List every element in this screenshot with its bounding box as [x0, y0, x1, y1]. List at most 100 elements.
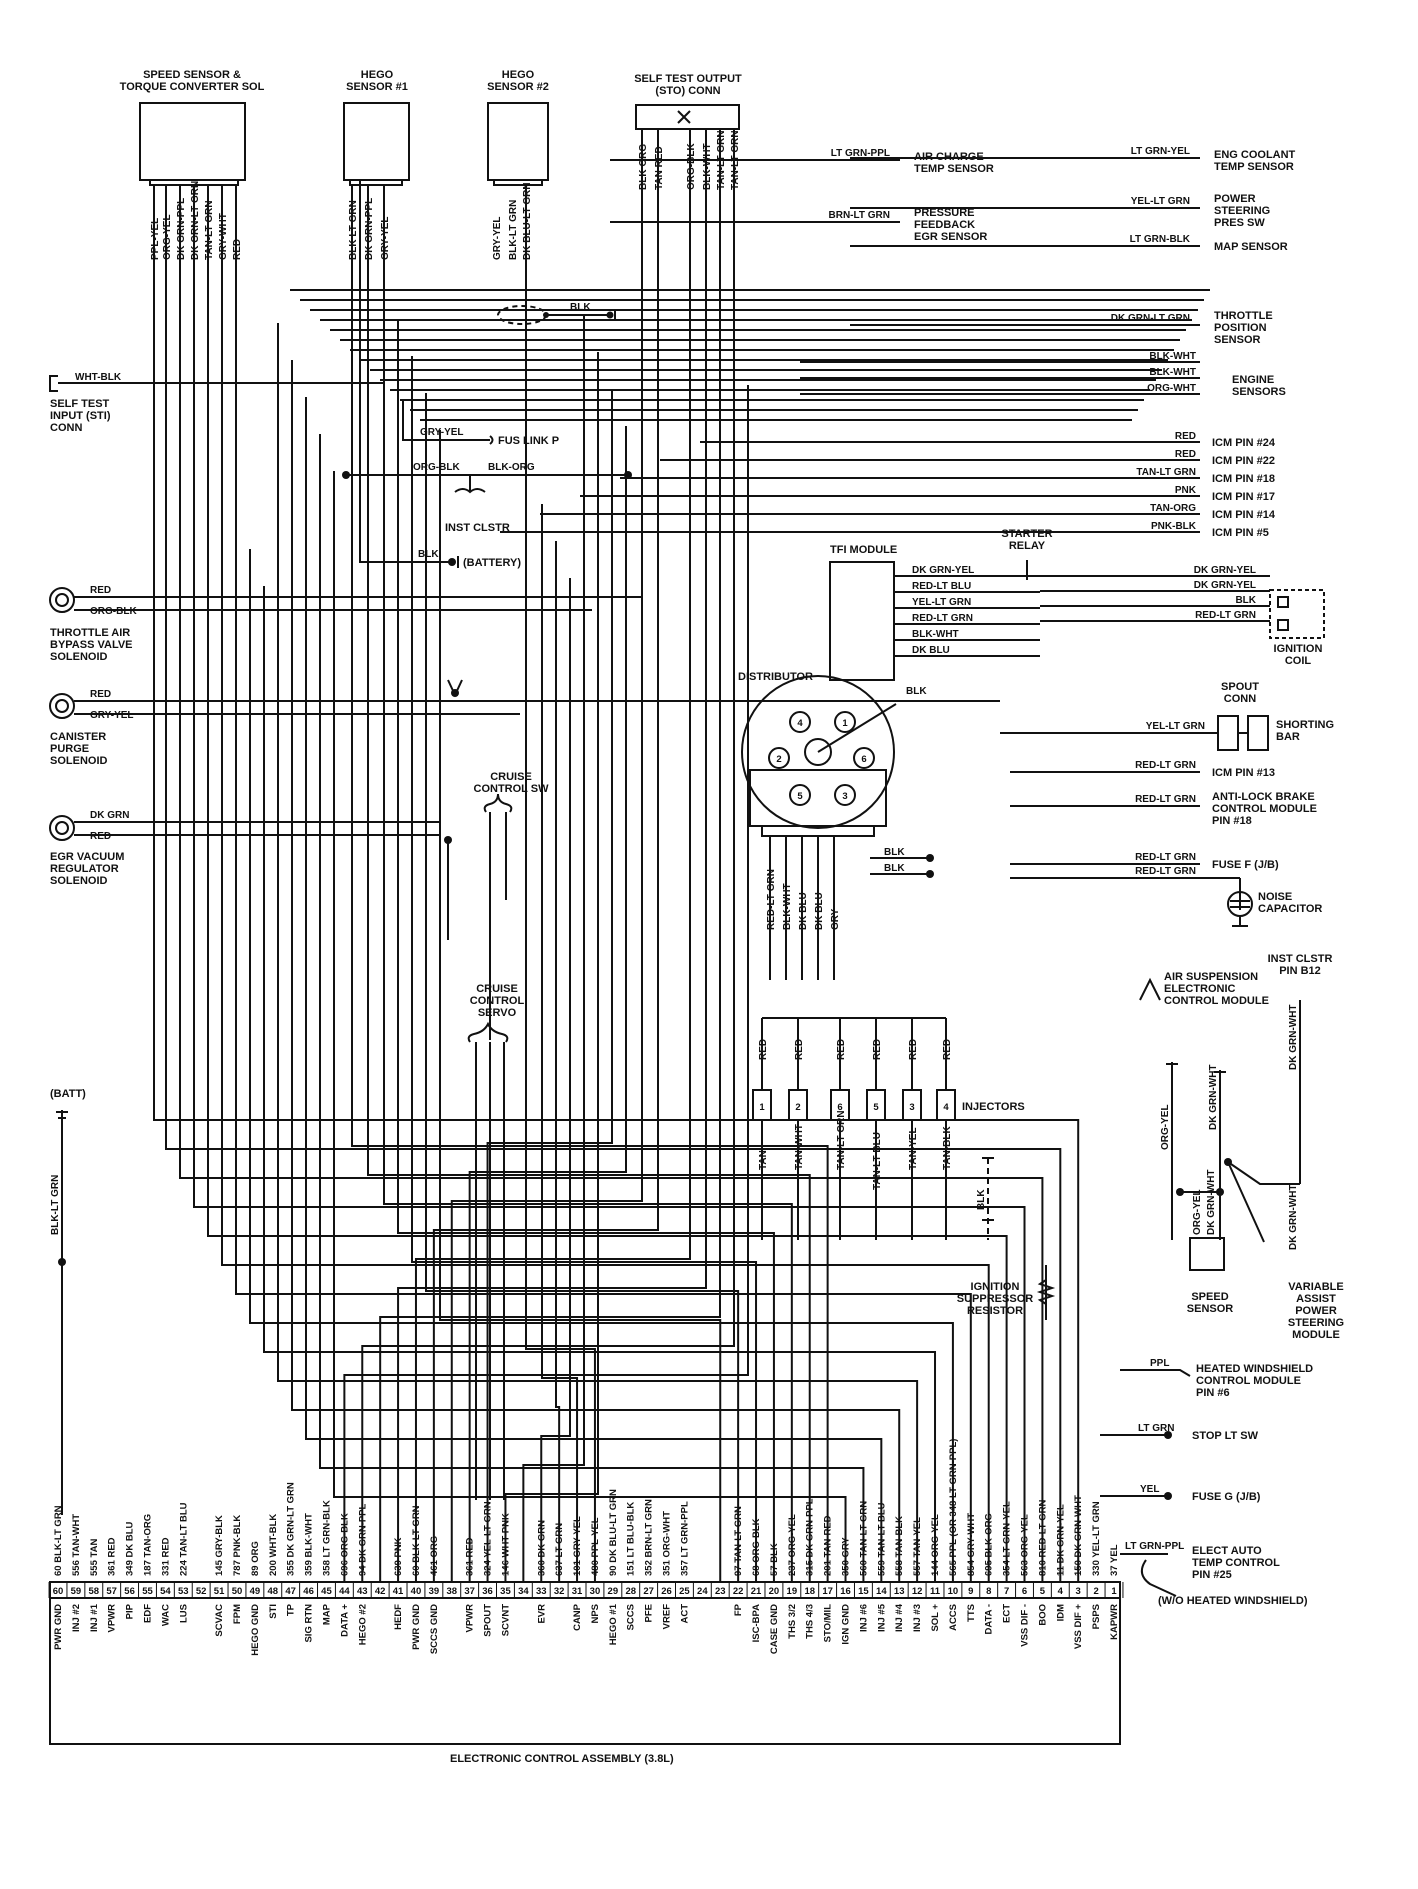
pin-number: 33	[536, 1586, 547, 1597]
tps-wire: DK GRN-LT GRN	[1111, 313, 1190, 324]
pin-number: 46	[303, 1586, 314, 1597]
pin-number: 44	[339, 1586, 350, 1597]
batt-label: (BATT)	[50, 1088, 86, 1100]
pin-wire-label: 695 BLK-ORG	[984, 1513, 995, 1576]
fuse-link-p: GRY-YEL FUS LINK P	[402, 400, 559, 447]
pin-number: 52	[196, 1586, 207, 1597]
pin-wire-label: 352 BRN-LT GRN	[644, 1499, 655, 1576]
pin-number: 36	[482, 1586, 493, 1597]
can-wire-2: GRY-YEL	[90, 710, 134, 721]
pin-number: 13	[894, 1586, 905, 1597]
pin-number: 43	[357, 1586, 368, 1597]
pin-function-label: HEGO #2	[357, 1604, 368, 1645]
sensor-wire-speed-4: TAN-LT GRN	[204, 200, 215, 260]
pin-wire-label: 359 BLK-WHT	[304, 1513, 315, 1576]
pin-number: 14	[876, 1586, 887, 1597]
pin-function-label: CANP	[572, 1603, 583, 1631]
battery-wire: BLK	[418, 549, 439, 560]
pin-number: 39	[429, 1586, 440, 1597]
pin-function-label: INJ #6	[858, 1604, 869, 1632]
pin-wire-label: 146 WHT-PNK	[500, 1513, 511, 1576]
ign-blk-wire: BLK	[976, 1189, 987, 1210]
pin-function-label: FP	[733, 1603, 744, 1616]
icm-wire-0: RED	[1175, 431, 1196, 442]
pin-wire-label: 358 LT GRN-BLK	[321, 1500, 332, 1576]
coil-wire-1: DK GRN-YEL	[1194, 580, 1256, 591]
sensor-wire-hego1-1: DK GRN-PPL	[364, 198, 375, 260]
pin-wire-label: 557 TAN-YEL	[912, 1517, 923, 1576]
pin-wire-label: 89 ORG	[250, 1541, 261, 1576]
can-wire-1: RED	[90, 689, 111, 700]
injector-red-wire-3: RED	[872, 1039, 883, 1060]
spout-wire: YEL-LT GRN	[1146, 721, 1205, 732]
pin-wire-label: 360 DK GRN	[536, 1520, 547, 1576]
pin-function-label: VPWR	[465, 1604, 476, 1633]
eng-sens-wire-1: BLK-WHT	[1149, 367, 1196, 378]
pin-wire-label: 480 PPL-YEL	[590, 1517, 601, 1576]
pin-number: 48	[267, 1586, 278, 1597]
sensor-wire-hego2-2: DK BLU-LT GRN	[522, 182, 533, 260]
pin-number: 59	[71, 1586, 82, 1597]
pin-wire-label: 349 DK BLU	[125, 1521, 136, 1576]
icm-pin-0: ICM PIN #24	[1212, 437, 1276, 449]
crossover-junctions	[444, 679, 463, 940]
pin-number: 56	[124, 1586, 135, 1597]
pin-wire-label: 315 DK GRN-PPL	[805, 1498, 816, 1576]
pin-function-label: DATA +	[339, 1604, 350, 1637]
pin-function-label: SIG RTN	[304, 1604, 315, 1643]
eca-pin-23: 23	[710, 1582, 726, 1598]
pin-function-label: STO/MIL	[823, 1604, 834, 1643]
pin-function-label: INJ #1	[89, 1603, 100, 1632]
pin-number: 17	[822, 1586, 833, 1597]
eng-coolant-wire: LT GRN-YEL	[1131, 146, 1190, 157]
sensor-wire-sto-3: BLK-WHT	[702, 143, 713, 190]
injector-bottom-wire-4: TAN-YEL	[908, 1127, 919, 1170]
sensor-wire-speed-2: DK GRN-PPL	[176, 198, 187, 260]
pin-number: 38	[446, 1586, 457, 1597]
pin-function-label: SOL +	[930, 1604, 941, 1632]
pin-wire-label: 151 LT BLU-BLK	[626, 1502, 637, 1576]
pin-number: 25	[679, 1586, 690, 1597]
pin-wire-label: 810 RED-LT GRN	[1037, 1499, 1048, 1576]
pin-number: 9	[968, 1586, 973, 1597]
pin-number: 1	[1111, 1586, 1117, 1597]
pin-wire-label: 637 LT GRN	[554, 1523, 565, 1576]
pin-function-label: THS 4/3	[805, 1604, 816, 1639]
fuseg-label: FUSE G (J/B)	[1192, 1491, 1261, 1503]
pin-function-label: IGN GND	[841, 1604, 852, 1645]
pin-number: 10	[948, 1586, 959, 1597]
pin-wire-label: 68 ORG-BLK	[751, 1518, 762, 1576]
